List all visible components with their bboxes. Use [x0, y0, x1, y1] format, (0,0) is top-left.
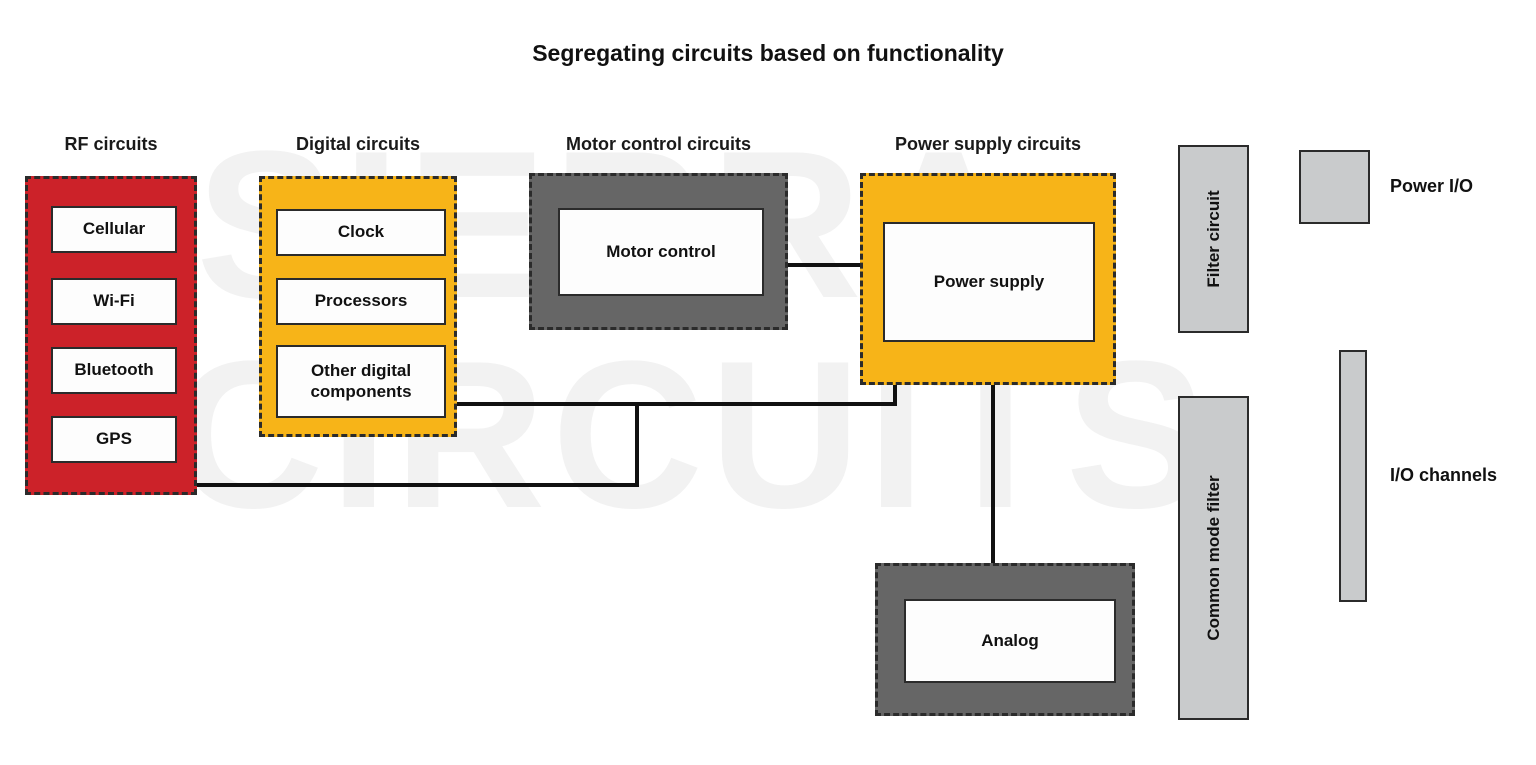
block-wifi[interactable]: Wi-Fi [51, 278, 177, 325]
caption-digital-circuits: Digital circuits [295, 134, 421, 154]
wire-rf-to-bus [195, 483, 639, 487]
group-analog-circuits[interactable]: Analog [875, 563, 1135, 716]
block-bluetooth[interactable]: Bluetooth [51, 347, 177, 394]
caption-rf-circuits: RF circuits [64, 134, 158, 154]
wire-power-to-analog [991, 383, 995, 565]
part-power-io-pad[interactable] [1299, 150, 1370, 224]
caption-power-supply-circuits: Power supply circuits [894, 134, 1082, 154]
wire-bus-to-power [893, 383, 897, 406]
block-analog[interactable]: Analog [904, 599, 1116, 683]
part-io-channels-bar[interactable] [1339, 350, 1367, 602]
part-power-io-label: Power I/O [1390, 176, 1474, 196]
group-digital-circuits[interactable]: Clock Processors Other digital component… [259, 176, 457, 437]
block-cellular[interactable]: Cellular [51, 206, 177, 253]
part-filter-circuit-label: Filter circuit [1203, 190, 1223, 288]
block-other-digital-components[interactable]: Other digital components [276, 345, 446, 418]
group-motor-control-circuits[interactable]: Motor control [529, 173, 788, 330]
group-power-supply-circuits[interactable]: Power supply [860, 173, 1116, 385]
wire-motor-to-power [786, 263, 864, 267]
block-gps[interactable]: GPS [51, 416, 177, 463]
diagram-title: Segregating circuits based on functional… [532, 40, 1004, 66]
part-common-mode-filter[interactable]: Common mode filter [1178, 396, 1249, 720]
group-rf-circuits[interactable]: Cellular Wi-Fi Bluetooth GPS [25, 176, 197, 495]
block-power-supply[interactable]: Power supply [883, 222, 1095, 342]
block-processors[interactable]: Processors [276, 278, 446, 325]
part-common-mode-filter-label: Common mode filter [1203, 475, 1223, 641]
block-clock[interactable]: Clock [276, 209, 446, 256]
wire-bus-drop [635, 402, 639, 485]
wire-digital-bus [455, 402, 897, 406]
caption-motor-control-circuits: Motor control circuits [565, 134, 751, 154]
part-io-channels-label: I/O channels [1390, 465, 1498, 485]
part-filter-circuit[interactable]: Filter circuit [1178, 145, 1249, 333]
block-motor-control[interactable]: Motor control [558, 208, 764, 296]
